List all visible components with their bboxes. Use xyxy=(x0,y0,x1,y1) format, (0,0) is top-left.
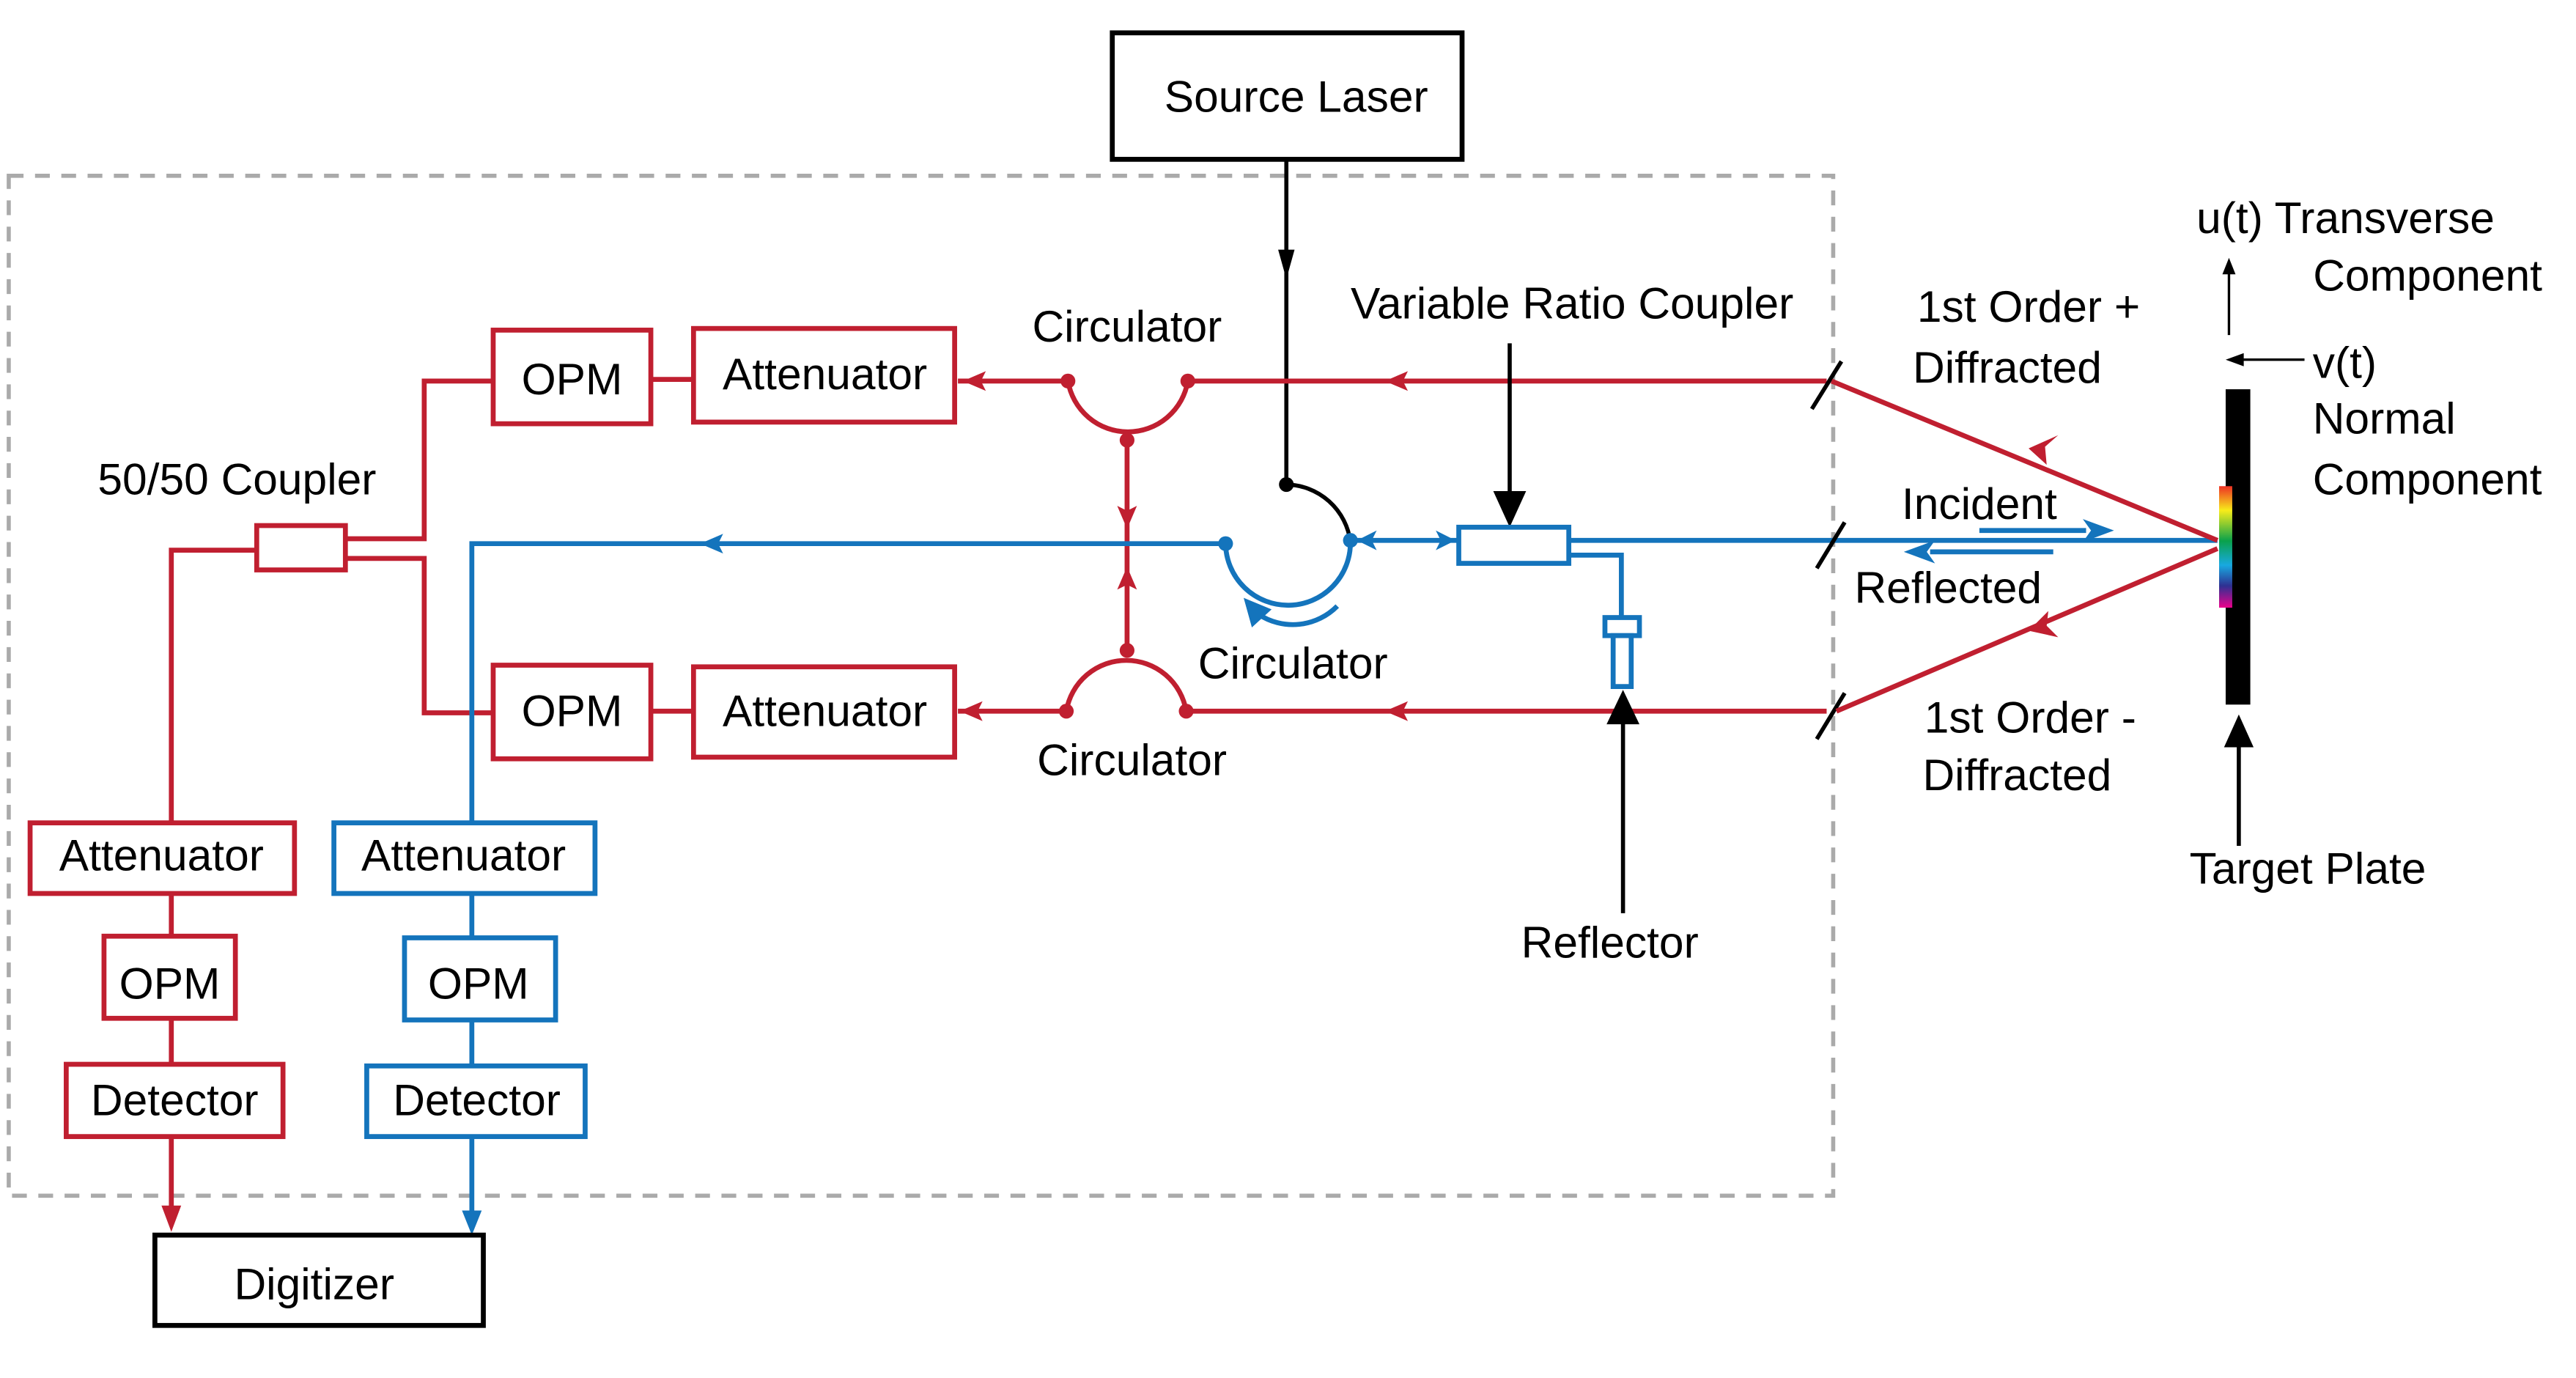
circulator-center-port-laser xyxy=(1279,476,1294,493)
opm-left-red-box: OPM xyxy=(101,933,238,1021)
red-arrow-up xyxy=(1117,567,1137,590)
reflector-stem xyxy=(1610,633,1634,690)
beam-first-order-minus xyxy=(1835,546,2219,714)
attenuator-left-red-box: Attenuator xyxy=(27,820,298,896)
circulator-bottom-port-top xyxy=(1119,643,1134,658)
opm-bottom-box: OPM xyxy=(490,663,654,762)
blue-arrow-to-digitizer xyxy=(462,1210,482,1236)
variable-ratio-coupler-label: Variable Ratio Coupler xyxy=(1351,279,1793,328)
red-arrow-bottom-mid xyxy=(1384,701,1409,721)
first-order-minus-label-1: 1st Order - xyxy=(1924,692,2136,742)
collimator-tick-top xyxy=(1809,360,1844,410)
incident-label: Incident xyxy=(1902,479,2057,528)
digitizer-box: Digitizer xyxy=(152,1232,486,1328)
circulator-center-black-arc xyxy=(1286,482,1353,542)
coupler-5050 xyxy=(254,523,348,572)
transverse-label-1: u(t) Transverse xyxy=(2196,193,2495,243)
red-arrow-to-digitizer xyxy=(161,1205,182,1232)
coupler-5050-label: 50/50 Coupler xyxy=(97,454,376,504)
collimator-tick-bottom xyxy=(1815,692,1847,740)
red-arrow-to-attenuator-bottom xyxy=(959,701,983,721)
reflected-arrowhead xyxy=(1903,540,1935,564)
circulator-bottom-label: Circulator xyxy=(1037,735,1227,785)
first-order-plus-label-2: Diffracted xyxy=(1913,342,2102,392)
attenuator-top-label: Attenuator xyxy=(723,349,927,399)
source-laser-label: Source Laser xyxy=(1165,71,1428,121)
instrument-enclosure xyxy=(7,173,1836,1198)
diffraction-grating xyxy=(2219,486,2232,608)
detector-left-blue-label: Detector xyxy=(393,1075,561,1124)
circulator-top-port-right xyxy=(1180,373,1195,388)
digitizer-label: Digitizer xyxy=(234,1259,394,1308)
circulation-arrowhead xyxy=(1243,597,1272,627)
blue-arrow-left xyxy=(1357,530,1377,550)
opm-top-label: OPM xyxy=(522,354,623,404)
attenuator-left-red-label: Attenuator xyxy=(59,830,264,880)
normal-label-2: Normal xyxy=(2313,394,2456,443)
detector-left-red-label: Detector xyxy=(91,1075,259,1124)
reflector-cap xyxy=(1602,615,1642,638)
normal-arrowhead xyxy=(2225,353,2244,366)
transverse-label-2: Component xyxy=(2313,251,2542,301)
circulator-middle-label: Circulator xyxy=(1198,638,1388,688)
laser-feed-arrow xyxy=(1278,249,1295,279)
target-plate-pointer-arrow xyxy=(2223,714,2254,748)
opm-left-blue-label: OPM xyxy=(428,958,529,1008)
blue-link-vrc-reflector xyxy=(1568,553,1624,618)
vrc-pointer-arrow xyxy=(1493,490,1527,528)
circulator-top-label: Circulator xyxy=(1032,301,1222,351)
beam-minus-arrowhead xyxy=(2029,611,2059,638)
incident-arrowhead xyxy=(2083,519,2114,542)
beam-plus-arrowhead xyxy=(2029,435,2059,465)
collimator-tick-middle xyxy=(1815,521,1847,570)
circulator-top-arc xyxy=(1065,380,1191,435)
first-order-plus-label-1: 1st Order + xyxy=(1917,281,2140,331)
blue-arrow-main xyxy=(700,534,723,554)
circulator-center-blue-arc xyxy=(1222,542,1354,608)
first-order-minus-label-2: Diffracted xyxy=(1922,750,2111,800)
opm-left-blue-box: OPM xyxy=(402,935,558,1023)
target-plate-label: Target Plate xyxy=(2190,844,2426,894)
reflector-label: Reflector xyxy=(1521,917,1699,967)
normal-label-1: v(t) xyxy=(2313,337,2377,387)
transverse-arrowhead xyxy=(2222,257,2236,275)
attenuator-left-blue-box: Attenuator xyxy=(331,820,598,896)
detector-left-red-box: Detector xyxy=(64,1061,286,1139)
reflected-label: Reflected xyxy=(1854,562,2042,612)
opm-bottom-label: OPM xyxy=(522,685,623,735)
beam-first-order-plus xyxy=(1830,378,2219,543)
circulation-direction-arrow xyxy=(1257,604,1340,627)
blue-path-main xyxy=(469,541,1226,823)
attenuator-left-blue-label: Attenuator xyxy=(361,830,566,880)
attenuator-bottom-box: Attenuator xyxy=(690,664,957,760)
circulator-center-port-left xyxy=(1218,536,1233,551)
red-link-coupler-to-attenuator-left xyxy=(169,548,257,823)
source-laser-box: Source Laser xyxy=(1110,30,1465,162)
normal-label-3: Component xyxy=(2313,454,2542,504)
red-arrow-top-mid xyxy=(1384,371,1409,391)
reflector-pointer-arrow xyxy=(1606,690,1640,725)
red-link-coupler-to-opm-bottom xyxy=(345,556,493,715)
red-link-coupler-to-opm-top xyxy=(345,378,493,542)
blue-arrow-right xyxy=(1436,530,1456,550)
attenuator-top-box: Attenuator xyxy=(690,325,957,425)
red-arrow-down xyxy=(1117,506,1137,529)
circulator-bottom-arc xyxy=(1063,657,1189,712)
opm-left-red-label: OPM xyxy=(119,958,221,1008)
attenuator-bottom-label: Attenuator xyxy=(723,685,927,735)
variable-ratio-coupler xyxy=(1456,524,1572,566)
detector-left-blue-box: Detector xyxy=(364,1063,588,1139)
opm-top-box: OPM xyxy=(490,328,654,427)
red-arrow-to-attenuator-top xyxy=(962,371,986,391)
